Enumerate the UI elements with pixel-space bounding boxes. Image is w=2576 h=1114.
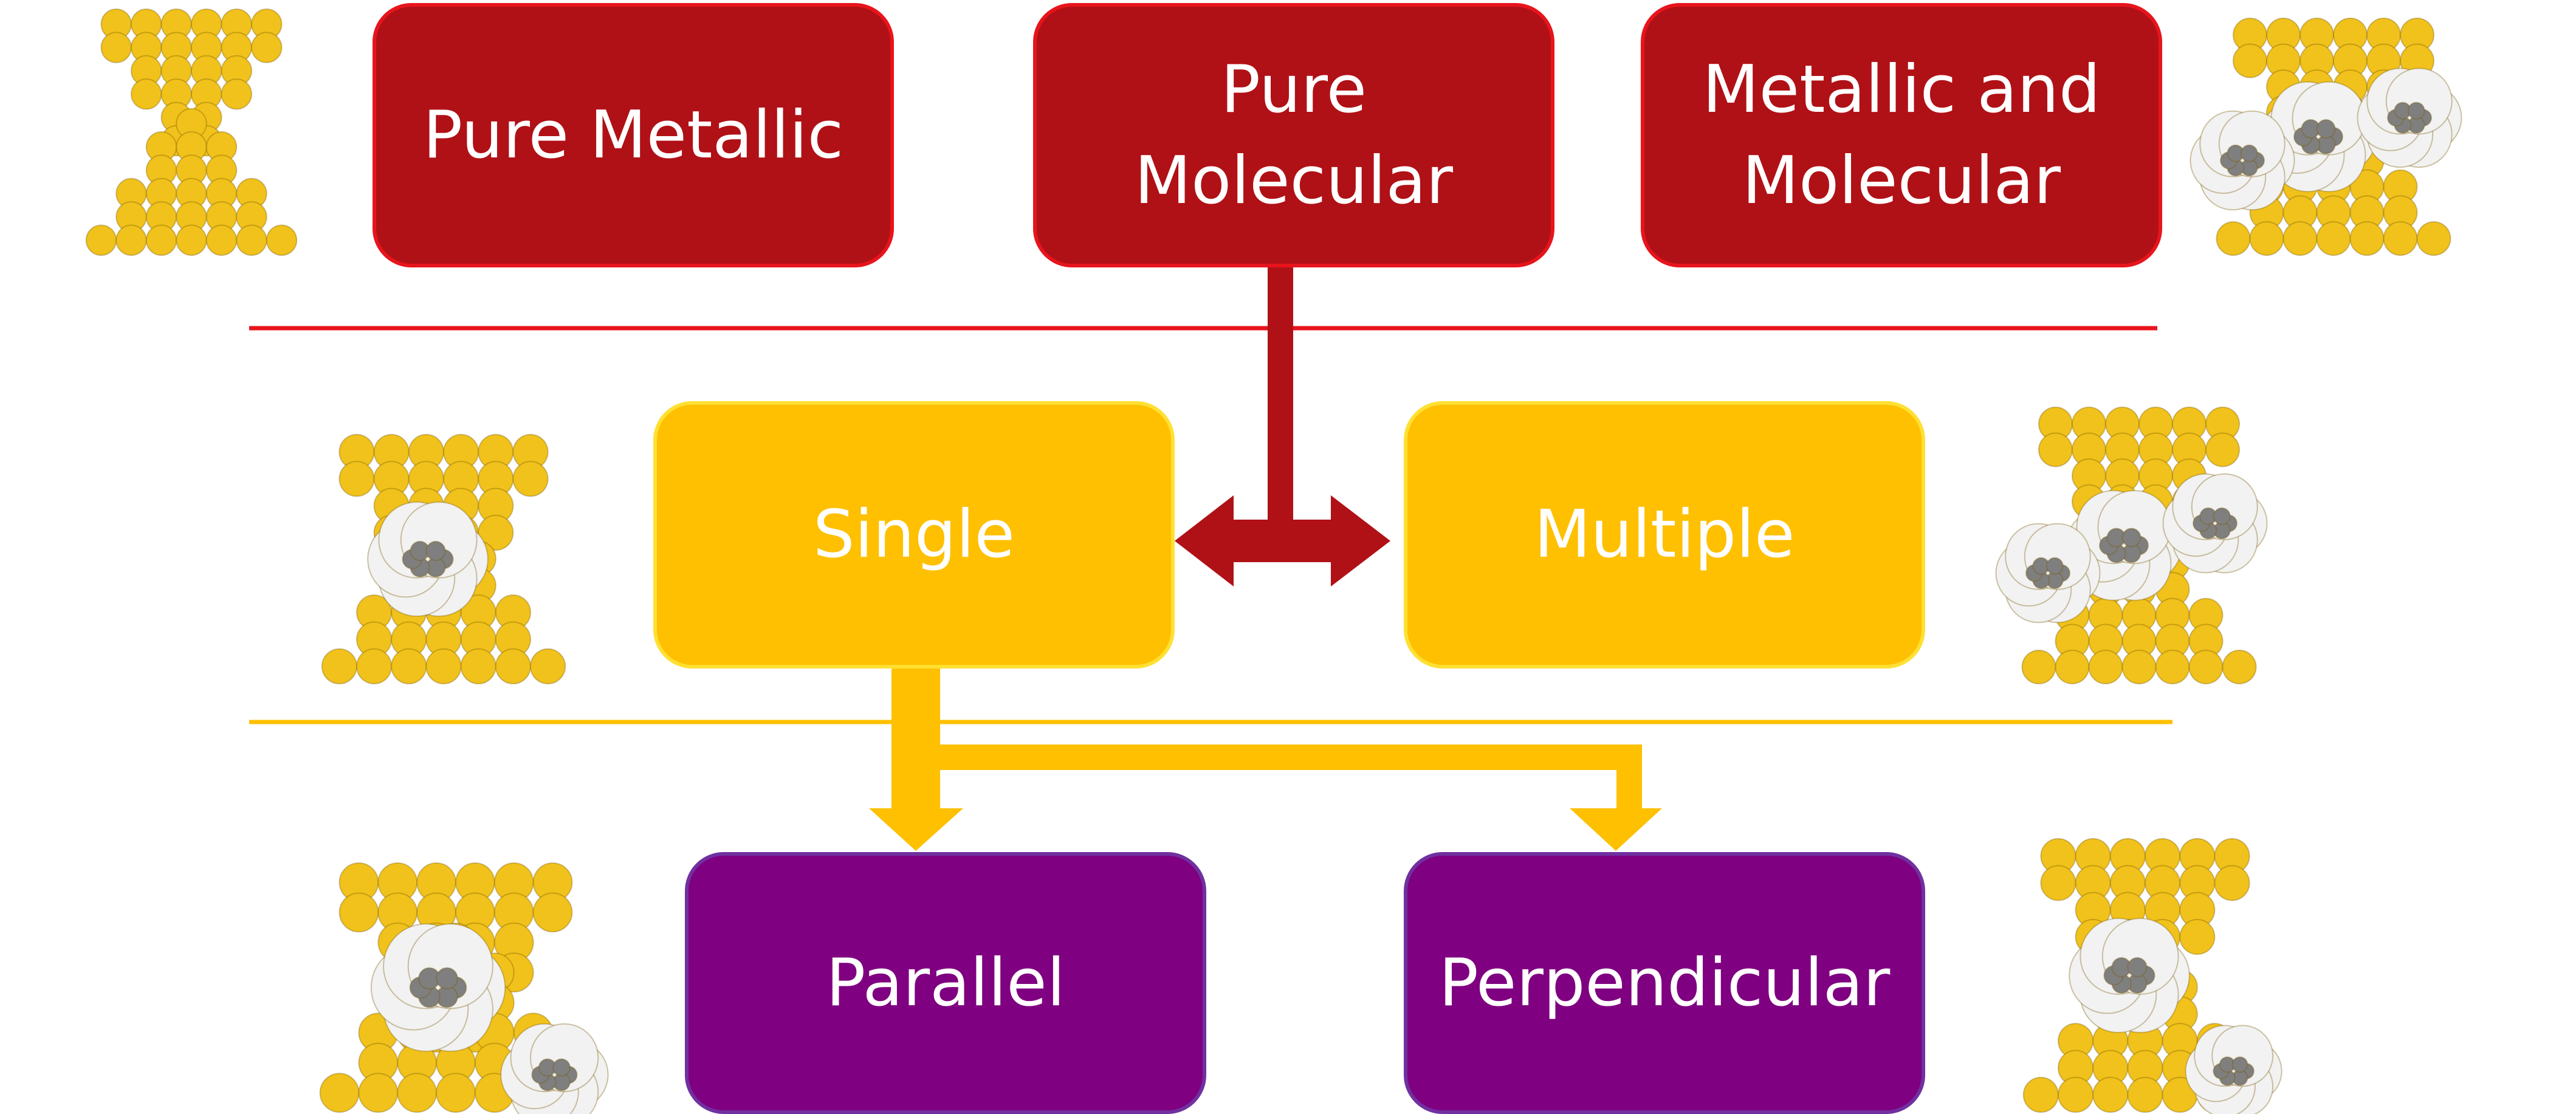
gold-atom — [2155, 650, 2190, 684]
metallic-and-molecular-box: Metallic and Molecular — [1641, 3, 2162, 267]
gold-atom — [2316, 221, 2351, 256]
gold-atom — [397, 1073, 438, 1113]
carbon-atom — [2407, 101, 2425, 120]
gold-atom — [2249, 221, 2284, 256]
gold-atom — [2205, 432, 2240, 467]
gold-atom — [2088, 650, 2123, 684]
gold-atom — [2058, 1076, 2094, 1113]
yellow-vertical-connector — [891, 669, 940, 808]
gold-atom — [2121, 650, 2157, 684]
gold-atom — [2222, 650, 2257, 684]
pure-molecular-label: Pure Molecular — [1134, 51, 1454, 219]
gold-atom — [391, 648, 427, 685]
gold-atom — [356, 648, 393, 685]
yellow-horizontal-connector — [891, 744, 1642, 770]
pure-metallic-box: Pure Metallic — [373, 3, 894, 267]
carbon-atom — [2045, 557, 2064, 575]
carbon-atom — [552, 1058, 571, 1077]
gold-atom — [530, 648, 566, 685]
gold-atom — [2040, 865, 2076, 901]
gold-atom — [460, 648, 496, 685]
gold-atom — [512, 461, 549, 497]
gold-atom — [425, 648, 462, 685]
gold-atom — [2383, 221, 2418, 256]
carbon-atom — [2240, 144, 2258, 162]
gold-atom — [358, 1073, 399, 1113]
carbon-atom — [2231, 1056, 2248, 1073]
gold-atom — [2127, 1076, 2163, 1113]
gold-atom — [2233, 43, 2267, 78]
gold-atom — [2179, 918, 2216, 955]
single-molecule-junction-image — [321, 434, 566, 685]
pure-metallic-junction-image — [85, 9, 298, 256]
gold-atom — [205, 224, 238, 256]
carbon-atom — [2127, 957, 2148, 978]
gold-atom — [145, 224, 177, 256]
perpendicular-junction-image — [2022, 838, 2282, 1114]
metallic-and-molecular-label: Metallic and Molecular — [1702, 51, 2101, 219]
gold-atom — [2349, 221, 2385, 256]
gold-atom — [319, 1073, 360, 1113]
carbon-atom — [2213, 507, 2231, 525]
carbon-atom — [2316, 119, 2336, 139]
carbon-atom — [2121, 528, 2142, 548]
red-double-arrow — [1175, 495, 1390, 586]
carbon-atom — [425, 540, 446, 562]
gold-atom — [495, 648, 532, 685]
gold-atom — [2038, 432, 2073, 467]
metallic-molecular-junction-image — [2190, 18, 2462, 256]
gold-atom — [115, 224, 147, 256]
single-label: Single — [812, 497, 1015, 572]
gold-atom — [100, 32, 132, 63]
gold-atom — [221, 78, 252, 110]
gold-atom — [2092, 1076, 2129, 1113]
gold-atom — [2214, 865, 2250, 901]
gold-atom — [436, 1073, 476, 1113]
multiple-box: Multiple — [1404, 401, 1925, 669]
red-vertical-connector — [1268, 264, 1293, 520]
gold-atom — [2216, 221, 2251, 256]
gold-atom — [85, 224, 117, 256]
parallel-box: Parallel — [685, 852, 1206, 1114]
yellow-arrow-head-right — [1570, 808, 1662, 851]
perpendicular-box: Perpendicular — [1404, 852, 1925, 1114]
parallel-label: Parallel — [826, 944, 1065, 1021]
yellow-arrow-head-left — [869, 808, 963, 851]
gold-atom — [2188, 650, 2224, 684]
yellow-right-drop — [1616, 744, 1642, 811]
gold-atom — [338, 461, 375, 497]
multiple-molecule-junction-image — [1995, 407, 2268, 684]
gold-atom — [2021, 650, 2056, 684]
gold-atom — [2055, 650, 2090, 684]
gold-atom — [131, 78, 162, 110]
pure-metallic-label: Pure Metallic — [422, 97, 844, 173]
gold-atom — [2022, 1076, 2059, 1113]
gold-atom — [338, 892, 379, 933]
gold-atom — [532, 892, 573, 933]
gold-atom — [2282, 221, 2318, 256]
carbon-atom — [436, 967, 458, 990]
gold-atom — [176, 224, 207, 256]
single-box: Single — [653, 401, 1175, 669]
gold-atom — [478, 514, 514, 551]
gold-atom — [266, 224, 298, 256]
perpendicular-label: Perpendicular — [1438, 944, 1891, 1021]
gold-atom — [236, 224, 267, 256]
gold-atom — [321, 648, 358, 685]
pure-molecular-box: Pure Molecular — [1033, 3, 1554, 267]
parallel-junction-image — [319, 862, 609, 1114]
multiple-label: Multiple — [1534, 497, 1795, 572]
gold-atom — [2416, 221, 2451, 256]
gold-atom — [251, 32, 283, 63]
